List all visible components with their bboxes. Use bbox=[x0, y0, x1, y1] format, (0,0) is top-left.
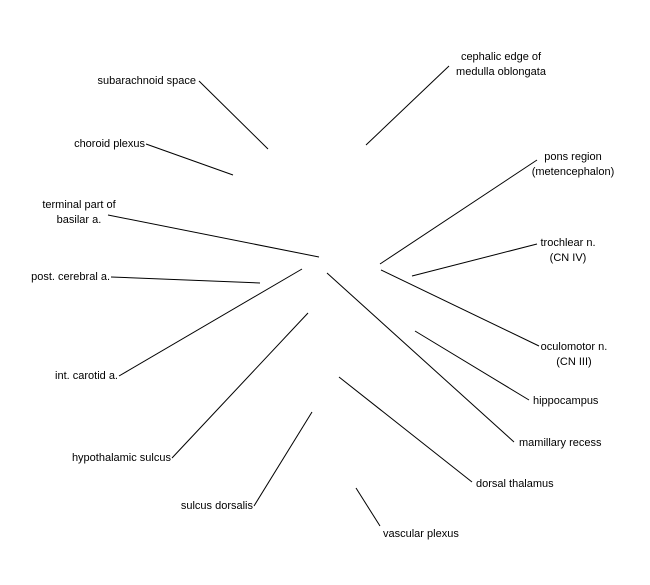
leader-hypothalamic-sulcus bbox=[171, 312, 309, 459]
label-hypothalamic-sulcus: hypothalamic sulcus bbox=[71, 452, 171, 464]
label-mamillary-recess: mamillary recess bbox=[519, 437, 602, 449]
leader-hippocampus bbox=[414, 330, 530, 401]
label-pons-region: pons region (metencephalon) bbox=[531, 151, 615, 178]
label-choroid-plexus: choroid plexus bbox=[74, 138, 145, 150]
label-hippocampus: hippocampus bbox=[533, 395, 599, 407]
label-trochlear-n: trochlear n. (CN IV) bbox=[540, 237, 596, 264]
label-dorsal-thalamus: dorsal thalamus bbox=[476, 478, 554, 490]
label-post-cerebral-a: post. cerebral a. bbox=[31, 271, 110, 283]
leader-mamillary-recess bbox=[326, 272, 515, 443]
label-oculomotor-n: oculomotor n. (CN III) bbox=[540, 341, 608, 368]
leader-dorsal-thalamus bbox=[338, 376, 473, 483]
leader-trochlear bbox=[411, 243, 538, 277]
label-terminal-part-of-basilar-a: terminal part of basilar a. bbox=[42, 199, 116, 226]
leader-oculomotor bbox=[380, 269, 540, 347]
label-cephalic-edge-of-medulla-oblongata: cephalic edge of medulla oblongata bbox=[456, 51, 546, 78]
leader-cephalic-edge-medulla bbox=[365, 65, 450, 146]
label-int-carotid-a: int. carotid a. bbox=[55, 370, 118, 382]
leader-choroid-plexus bbox=[145, 143, 234, 176]
leader-pons-region bbox=[379, 159, 538, 265]
leader-subarachnoid-space bbox=[198, 80, 269, 150]
label-sulcus-dorsalis: sulcus dorsalis bbox=[180, 500, 253, 512]
label-subarachnoid-space: subarachnoid space bbox=[97, 75, 196, 87]
leader-sulcus-dorsalis bbox=[253, 411, 313, 507]
leader-terminal-basilar bbox=[107, 214, 320, 258]
leader-vascular-plexus bbox=[355, 487, 381, 527]
label-vascular-plexus: vascular plexus bbox=[383, 528, 459, 540]
leader-int-carotid bbox=[118, 268, 303, 377]
leader-post-cerebral bbox=[110, 276, 261, 284]
